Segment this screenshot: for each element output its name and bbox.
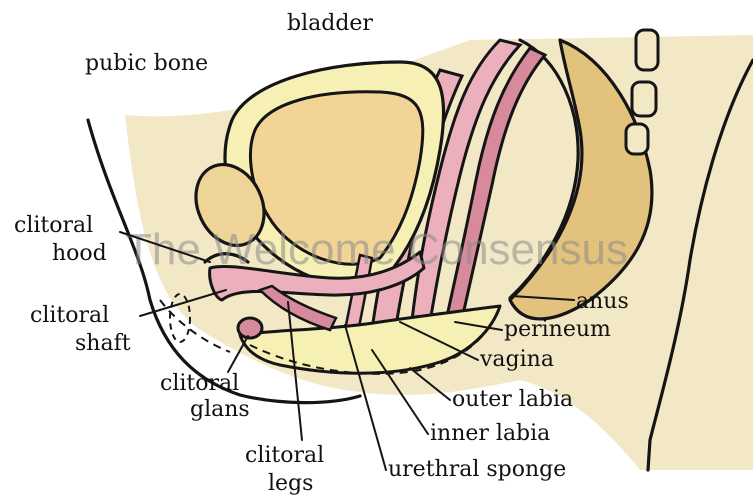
label-clitoral-legs-1: clitoral — [245, 443, 324, 468]
clitoral-glans — [238, 318, 262, 338]
label-perineum: perineum — [504, 317, 611, 342]
label-anus: anus — [576, 289, 629, 314]
label-inner-labia: inner labia — [430, 421, 550, 446]
label-urethral-sponge: urethral sponge — [388, 457, 566, 482]
vertebra-3 — [626, 124, 648, 154]
label-clitoral-hood-2: hood — [52, 241, 107, 266]
label-clitoral-hood-1: clitoral — [14, 213, 93, 238]
label-outer-labia: outer labia — [452, 387, 573, 412]
vertebra-1 — [636, 30, 658, 70]
label-clitoral-shaft-2: shaft — [75, 331, 131, 356]
label-vagina: vagina — [479, 347, 554, 372]
label-clitoral-legs-2: legs — [268, 471, 313, 496]
label-clitoral-glans-1: clitoral — [160, 371, 239, 396]
label-clitoral-glans-2: glans — [190, 397, 250, 422]
label-clitoral-shaft-1: clitoral — [30, 303, 109, 328]
watermark: The Welcome Consensus — [125, 225, 628, 274]
label-bladder: bladder — [287, 11, 373, 36]
label-pubic-bone: pubic bone — [85, 51, 208, 76]
vertebra-2 — [632, 82, 656, 116]
